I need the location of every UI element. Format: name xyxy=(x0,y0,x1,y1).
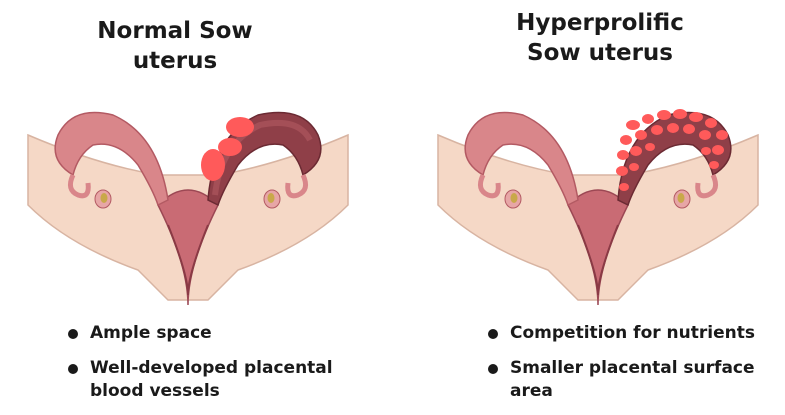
placenta xyxy=(683,124,695,134)
placenta xyxy=(667,123,679,133)
placenta xyxy=(716,130,728,140)
placenta xyxy=(712,145,724,155)
bullet-dot xyxy=(488,329,498,339)
placenta xyxy=(705,118,717,128)
hyperprolific-uterus-illustration xyxy=(428,95,768,305)
placenta xyxy=(620,135,632,145)
placenta xyxy=(617,150,629,160)
bullet-item: Ample space xyxy=(68,322,368,345)
placenta xyxy=(699,130,711,140)
placenta xyxy=(642,114,654,124)
hyperprolific-sow-title: Hyperprolific Sow uterus xyxy=(485,8,715,68)
placenta xyxy=(635,130,647,140)
title-line-2: uterus xyxy=(70,46,280,76)
bullet-item: Smaller placental surface area xyxy=(488,357,784,403)
placenta xyxy=(201,149,225,181)
placenta xyxy=(619,183,629,191)
placenta xyxy=(709,161,719,169)
placenta xyxy=(657,110,671,120)
placenta xyxy=(218,138,242,156)
placenta xyxy=(673,109,687,119)
placenta xyxy=(651,125,663,135)
placenta xyxy=(701,147,711,155)
placenta xyxy=(629,163,639,171)
title-line-1: Normal Sow xyxy=(70,16,280,46)
normal-sow-title: Normal Sow uterus xyxy=(70,16,280,76)
normal-sow-bullets: Ample space Well-developed placental blo… xyxy=(68,322,368,415)
title-line-1: Hyperprolific xyxy=(485,8,715,38)
bullet-dot xyxy=(68,364,78,374)
placenta xyxy=(616,166,628,176)
bullet-item: Well-developed placental blood vessels xyxy=(68,357,368,403)
bullet-dot xyxy=(488,364,498,374)
bullet-item: Competition for nutrients xyxy=(488,322,784,345)
placenta xyxy=(630,146,642,156)
normal-uterus-illustration xyxy=(18,95,358,305)
bullet-dot xyxy=(68,329,78,339)
hyperprolific-sow-bullets: Competition for nutrients Smaller placen… xyxy=(488,322,784,415)
placenta xyxy=(226,117,254,137)
placenta xyxy=(626,120,640,130)
placenta xyxy=(689,112,703,122)
placenta xyxy=(645,143,655,151)
title-line-2: Sow uterus xyxy=(485,38,715,68)
